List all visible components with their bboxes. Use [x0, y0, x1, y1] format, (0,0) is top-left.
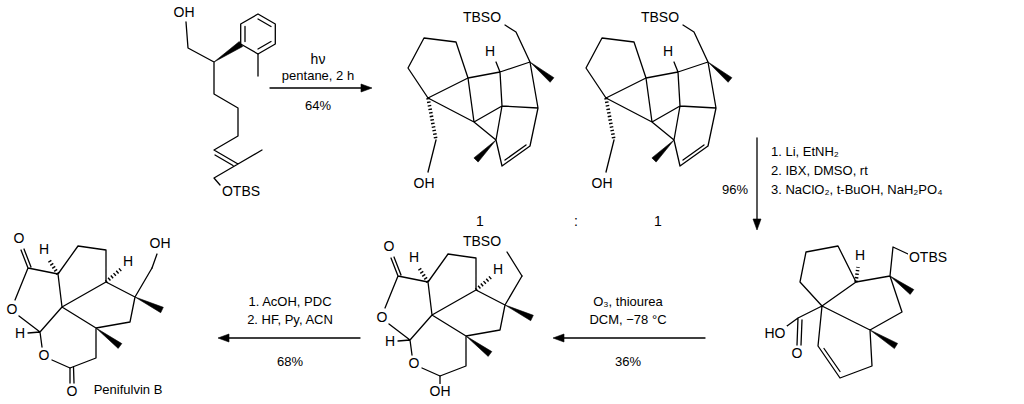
reagent-text: 1. Li, EtNH₂: [770, 145, 840, 159]
atom-label: H: [484, 44, 496, 59]
reagent-text: 1. AcOH, PDC: [247, 295, 332, 309]
atom-label: O: [38, 348, 51, 363]
atom-label: O: [408, 356, 421, 371]
arrow-head: [753, 219, 761, 230]
compound-name: Penifulvin B: [93, 383, 164, 397]
wedge-bond: [505, 305, 533, 321]
yield-text: 64%: [304, 99, 332, 113]
atom-label: H: [662, 44, 674, 59]
atom-label: H: [38, 242, 50, 257]
ratio-label: 1: [653, 214, 663, 229]
starting-material: [186, 14, 275, 185]
wedge-bond: [530, 62, 554, 82]
bond: [70, 254, 157, 383]
atom-label: O: [791, 346, 804, 361]
atom-label: OH: [591, 176, 614, 191]
atom-label: O: [383, 239, 396, 254]
hashed-bond: [476, 277, 491, 290]
atom-label: O: [13, 231, 26, 246]
reagent-text: pentane, 2 h: [281, 69, 355, 83]
bond: [440, 252, 522, 384]
arrow-head: [218, 334, 229, 342]
arrow-head: [553, 334, 564, 342]
atom-label: OTBS: [221, 184, 261, 199]
atom-label: O: [376, 310, 389, 325]
atom-label: OTBS: [908, 250, 948, 265]
atom-label: OH: [429, 384, 452, 399]
atom-label: TBSO: [640, 10, 680, 25]
atom-label: OH: [413, 176, 436, 191]
yield-text: 36%: [614, 355, 642, 369]
atom-label: H: [122, 254, 134, 269]
arrow-head: [361, 84, 372, 92]
reagent-text: 2. IBX, DMSO, rt: [770, 164, 869, 178]
bond: [787, 247, 908, 378]
photoproduct: [586, 25, 732, 172]
atom-label: OH: [149, 236, 172, 251]
atom-label: TBSO: [462, 10, 502, 25]
cyclopentane-ring: [800, 246, 856, 306]
cyclopentane-ring: [408, 38, 468, 98]
wedge-bond: [890, 276, 914, 294]
wedge-bond: [474, 140, 496, 162]
benzene-ring: [241, 14, 276, 54]
atom-label: OH: [173, 5, 196, 20]
bond: [428, 25, 538, 172]
photoproduct: [408, 25, 554, 172]
atom-label: H: [854, 248, 866, 263]
atom-label: HO: [764, 326, 787, 341]
yield-text: 68%: [276, 355, 304, 369]
atom-label: H: [408, 250, 420, 265]
reagent-text: DCM, −78 °C: [588, 313, 667, 327]
reagent-text: 3. NaClO₂, t-BuOH, NaH₂PO₄: [770, 183, 943, 197]
reagent-text: O₃, thiourea: [592, 295, 664, 309]
reaction-arrow: [756, 138, 757, 222]
wedge-bond: [214, 42, 243, 63]
bond: [186, 22, 262, 185]
reagent-text: hν: [310, 52, 327, 67]
atom-label: O: [6, 302, 19, 317]
atom-label: O: [66, 384, 79, 399]
reaction-arrow: [226, 337, 360, 338]
hashed-bond: [856, 267, 858, 282]
wedge-bond: [870, 330, 898, 349]
atom-label: H: [492, 262, 504, 277]
wedge-bond: [466, 336, 492, 356]
atom-label: H: [14, 326, 26, 341]
carboxylic-acid: [787, 246, 914, 378]
reaction-arrow: [561, 337, 705, 338]
ratio-label: 1: [475, 214, 485, 229]
hashed-bond: [428, 98, 436, 140]
penifulvin-skeleton: [15, 246, 163, 368]
ratio-label: :: [573, 214, 579, 229]
atom-label: H: [384, 334, 396, 349]
atom-label: TBSO: [462, 234, 502, 249]
bond: [245, 19, 271, 76]
bond: [385, 254, 522, 376]
hashed-bond: [419, 268, 428, 282]
reaction-arrow: [270, 87, 364, 88]
yield-text: 96%: [721, 183, 749, 197]
lactol-intermediate: [385, 254, 533, 376]
reagent-text: 2. HF, Py, ACN: [246, 313, 334, 327]
